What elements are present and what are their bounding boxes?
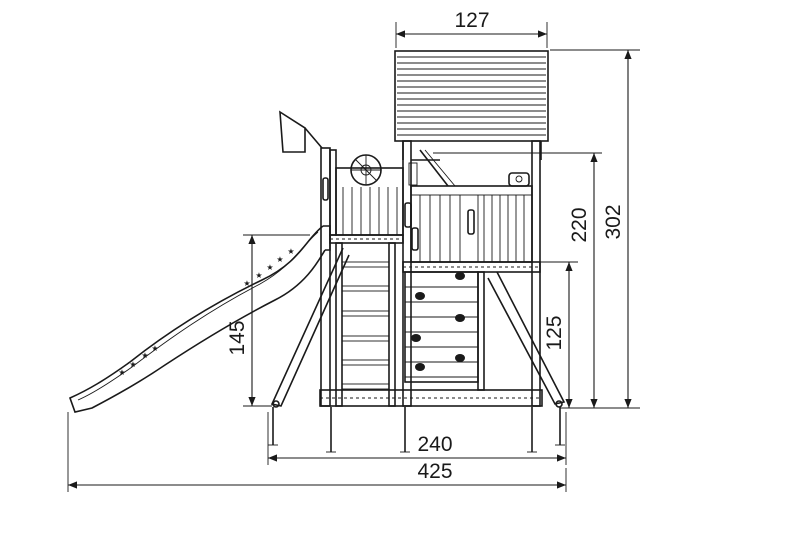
climbing-hold [415,292,425,300]
ladder-rung [341,359,390,366]
dim-total-width: 425 [417,460,452,483]
climbing-holds [411,272,465,371]
climbing-hold [455,314,465,322]
dim-base-width: 240 [417,433,452,456]
climbing-hold [411,334,421,342]
star-icon: ★ [255,271,262,280]
ladder-rung [341,261,390,268]
dimension-lines [67,22,640,492]
climbing-wall [404,271,485,391]
dim-roof-width: 127 [454,9,489,32]
ladder-rungs [341,261,390,390]
climbing-hold [455,272,465,280]
binoculars [508,172,530,187]
slide: ★★★★★★★★★ [68,225,331,413]
star-icon: ★ [118,368,125,377]
star-icon: ★ [129,360,136,369]
steering-wheel [350,154,382,186]
ladder-rung [341,335,390,342]
ladder [335,242,396,407]
ladder-rung [341,285,390,292]
star-icon: ★ [287,247,294,256]
upper-rail-slats [419,195,525,262]
star-icon: ★ [141,351,148,360]
star-icon: ★ [243,279,250,288]
upper-rail-panel [404,149,533,263]
slide-stars: ★★★★★★★★★ [118,247,294,377]
star-icon: ★ [151,344,158,353]
roof [394,50,549,160]
dim-rail-height: 220 [568,207,591,242]
roof-slats [397,56,546,136]
dim-slide-height: 145 [226,320,249,355]
a-frame-legs [270,247,566,408]
dim-deck-height: 125 [543,315,566,350]
left-rail-slats [342,187,398,235]
climbing-wall-boards [405,286,478,378]
dim-total-height: 302 [602,204,625,239]
climbing-hold [455,354,465,362]
ground-anchors [268,407,565,453]
ladder-rung [341,310,390,317]
flag [279,110,323,153]
star-icon: ★ [266,263,273,272]
left-rail-panel [322,154,404,236]
climbing-hold [415,363,425,371]
star-icon: ★ [276,255,283,264]
ladder-rung [341,383,390,390]
